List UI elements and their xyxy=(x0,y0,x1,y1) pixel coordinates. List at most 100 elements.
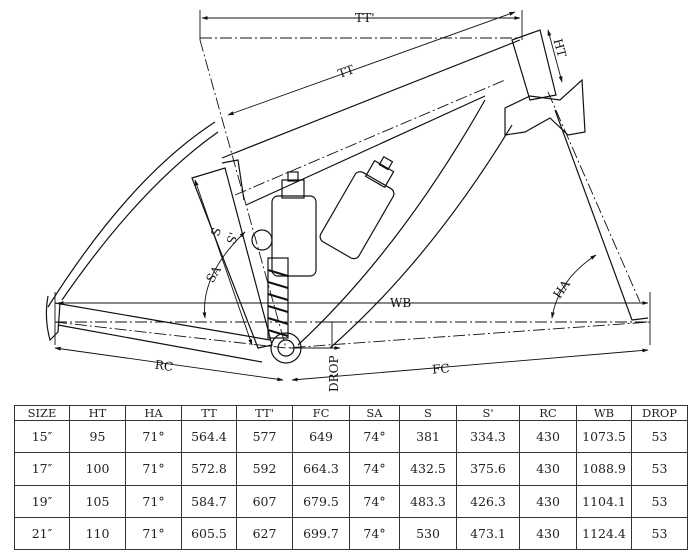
tt-centerline xyxy=(234,79,506,196)
table-cell: 483.3 xyxy=(399,484,457,518)
table-cell: 74° xyxy=(349,516,400,551)
col-header: WB xyxy=(576,405,632,421)
table-cell: 95 xyxy=(69,419,126,454)
table-cell: 21″ xyxy=(14,516,70,551)
head-tube xyxy=(511,29,557,101)
table-cell: 53 xyxy=(631,419,688,454)
table-cell: 53 xyxy=(631,516,688,551)
seat-stay xyxy=(47,121,219,308)
table-cell: 1073.5 xyxy=(576,419,632,454)
shock xyxy=(267,257,289,339)
col-header: S' xyxy=(456,405,520,421)
geometry-table: SIZE HT HA TT TT' FC SA S S' RC WB DROP … xyxy=(14,405,688,551)
table-cell: 110 xyxy=(69,516,126,551)
down-tube xyxy=(297,99,513,349)
seat-tube-axis xyxy=(199,39,287,349)
water-bottle-1 xyxy=(271,171,317,277)
table-cell: 71° xyxy=(125,452,182,486)
table-cell: 679.5 xyxy=(292,484,350,518)
table-cell: 74° xyxy=(349,484,400,518)
label-sa: SA xyxy=(203,263,224,285)
fork-crown xyxy=(504,78,586,136)
drop-dim xyxy=(290,321,340,348)
col-header: SA xyxy=(349,405,400,421)
table-cell: 105 xyxy=(69,484,126,518)
water-bottle-2 xyxy=(319,155,395,260)
table-cell: 53 xyxy=(631,484,688,518)
frame-geometry-drawing: TT' TT HT S S' SA WB HA RC DROP FC xyxy=(45,10,651,392)
table-cell: 572.8 xyxy=(181,452,237,486)
table-cell: 15″ xyxy=(14,419,70,454)
table-cell: 592 xyxy=(236,452,293,486)
table-cell: 627 xyxy=(236,516,293,551)
fork-leg xyxy=(554,109,649,321)
ha-arc xyxy=(551,254,597,319)
table-cell: 605.5 xyxy=(181,516,237,551)
label-tt: TT xyxy=(336,62,356,81)
table-cell: 426.3 xyxy=(456,484,520,518)
table-cell: 71° xyxy=(125,484,182,518)
table-cell: 699.7 xyxy=(292,516,350,551)
table-cell: 430 xyxy=(519,452,577,486)
table-cell: 432.5 xyxy=(399,452,457,486)
label-s-prime: S' xyxy=(224,231,241,246)
table-cell: 71° xyxy=(125,516,182,551)
col-header: DROP xyxy=(631,405,688,421)
table-cell: 564.4 xyxy=(181,419,237,454)
ht-dim xyxy=(547,29,563,83)
col-header: HA xyxy=(125,405,182,421)
col-header: SIZE xyxy=(14,405,70,421)
table-header-row: SIZE HT HA TT TT' FC SA S S' RC WB DROP xyxy=(14,405,688,421)
steering-axis xyxy=(547,91,641,303)
label-wb: WB xyxy=(390,296,411,310)
chain-stay xyxy=(54,302,271,363)
table-cell: 1088.9 xyxy=(576,452,632,486)
sa-arc xyxy=(202,231,246,319)
table-cell: 381 xyxy=(399,419,457,454)
table-cell: 430 xyxy=(519,516,577,551)
table-cell: 334.3 xyxy=(456,419,520,454)
table-cell: 53 xyxy=(631,452,688,486)
table-cell: 71° xyxy=(125,419,182,454)
rear-dropout xyxy=(45,295,61,342)
label-fc: FC xyxy=(432,361,451,376)
col-header: TT xyxy=(181,405,237,421)
s-dim xyxy=(194,179,253,346)
table-cell: 607 xyxy=(236,484,293,518)
chain-stay-axis xyxy=(54,321,651,349)
table-cell: 664.3 xyxy=(292,452,350,486)
rc-dim xyxy=(54,346,284,382)
fc-dim xyxy=(291,348,649,382)
table-cell: 375.6 xyxy=(456,452,520,486)
col-header: S xyxy=(399,405,457,421)
col-header: TT' xyxy=(236,405,293,421)
table-cell: 74° xyxy=(349,419,400,454)
table-cell: 430 xyxy=(519,419,577,454)
table-cell: 17″ xyxy=(14,452,70,486)
table-cell: 430 xyxy=(519,484,577,518)
label-s: S xyxy=(208,226,224,238)
top-tube xyxy=(221,39,521,206)
table-cell: 19″ xyxy=(14,484,70,518)
table-cell: 473.1 xyxy=(456,516,520,551)
table-cell: 584.7 xyxy=(181,484,237,518)
table-cell: 530 xyxy=(399,516,457,551)
table-cell: 649 xyxy=(292,419,350,454)
label-ht: HT xyxy=(551,37,569,58)
label-tt-prime: TT' xyxy=(355,11,375,25)
col-header: RC xyxy=(519,405,577,421)
table-cell: 1104.1 xyxy=(576,484,632,518)
col-header: HT xyxy=(69,405,126,421)
table-cell: 100 xyxy=(69,452,126,486)
table-cell: 1124.4 xyxy=(576,516,632,551)
label-ha: HA xyxy=(550,277,573,301)
col-header: FC xyxy=(292,405,350,421)
table-cell: 74° xyxy=(349,452,400,486)
table-cell: 577 xyxy=(236,419,293,454)
label-drop: DROP xyxy=(327,355,341,392)
tt-dim xyxy=(227,11,516,116)
